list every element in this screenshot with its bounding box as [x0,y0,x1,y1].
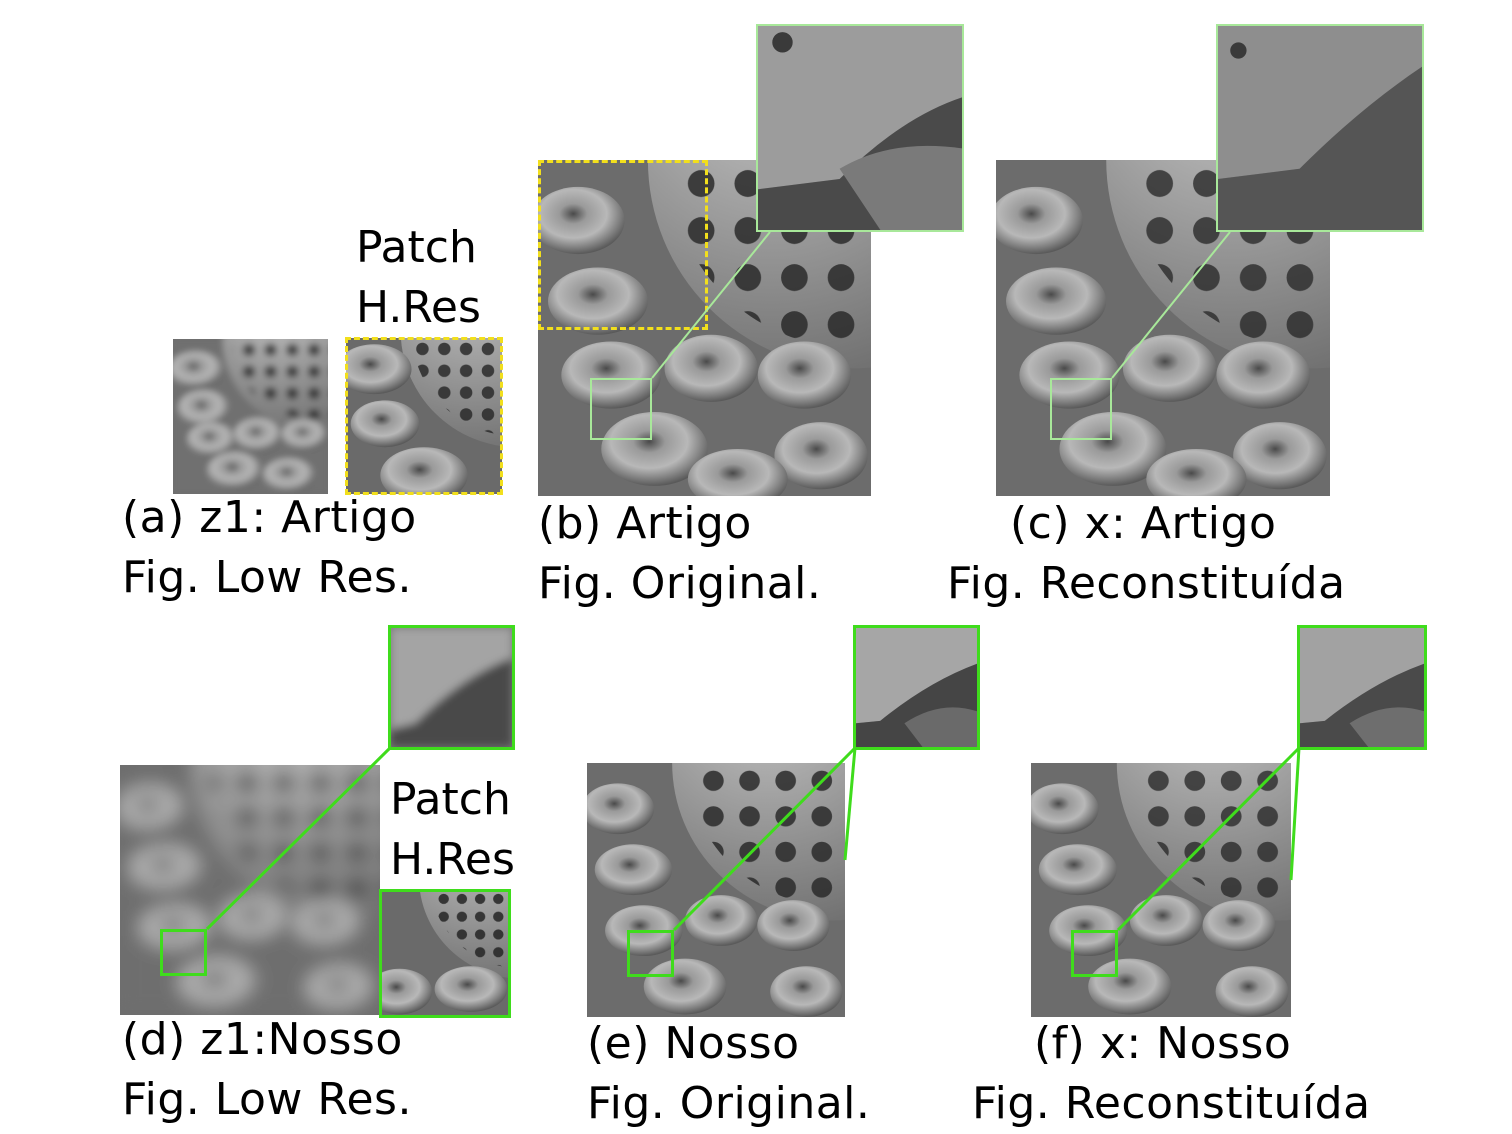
caption-a-line2: Fig. Low Res. [122,552,412,603]
zoom-region-box [627,930,674,977]
patch-dashed-outline [538,160,708,330]
zoom-inset-f [1297,625,1427,750]
caption-d-line1: (d) z1:Nosso [122,1014,403,1065]
caption-d-line2: Fig. Low Res. [122,1074,412,1125]
patch-label-a-line2: H.Res [356,282,481,333]
sem-micrograph [380,890,510,1017]
caption-e-line1: (e) Nosso [587,1018,800,1069]
caption-b-line1: (b) Artigo [538,498,752,549]
zoom-inset-c [1216,24,1424,232]
patch-outline [379,889,511,1018]
panel-f-reconstructed-image [1031,763,1291,1017]
zoom-region-box [160,929,207,976]
caption-a-line1: (a) z1: Artigo [122,492,417,543]
caption-c-line2: Fig. Reconstituída [947,558,1346,609]
patch-label-a-line1: Patch [356,222,477,273]
panel-d-patch-image [380,890,510,1017]
caption-f-line2: Fig. Reconstituída [972,1078,1371,1129]
panel-d-low-res-image [120,765,380,1015]
sem-micrograph [1218,26,1422,230]
zoom-inset-b [756,24,964,232]
sem-micrograph [1031,763,1291,1017]
caption-b-line2: Fig. Original. [538,558,822,609]
panel-a-patch-image [346,338,502,494]
zoom-inset-e [853,625,980,750]
patch-dashed-outline [345,337,503,495]
panel-e-original-image [587,763,845,1017]
zoom-inset-d [388,625,515,750]
sem-micrograph [120,765,380,1015]
sem-micrograph [856,628,977,747]
sem-micrograph [1300,628,1424,747]
patch-label-d-line2: H.Res [390,834,515,885]
caption-e-line2: Fig. Original. [587,1078,871,1129]
caption-f-line1: (f) x: Nosso [1034,1018,1292,1069]
zoom-region-box [1050,378,1112,440]
zoom-region-box [590,378,652,440]
caption-c-line1: (c) x: Artigo [1010,498,1277,549]
sem-micrograph [391,628,512,747]
sem-micrograph [346,338,502,494]
panel-a-low-res-image [173,339,328,494]
zoom-region-box [1071,930,1118,977]
sem-micrograph [173,339,328,494]
sem-micrograph [758,26,962,230]
sem-micrograph [587,763,845,1017]
patch-label-d-line1: Patch [390,774,511,825]
